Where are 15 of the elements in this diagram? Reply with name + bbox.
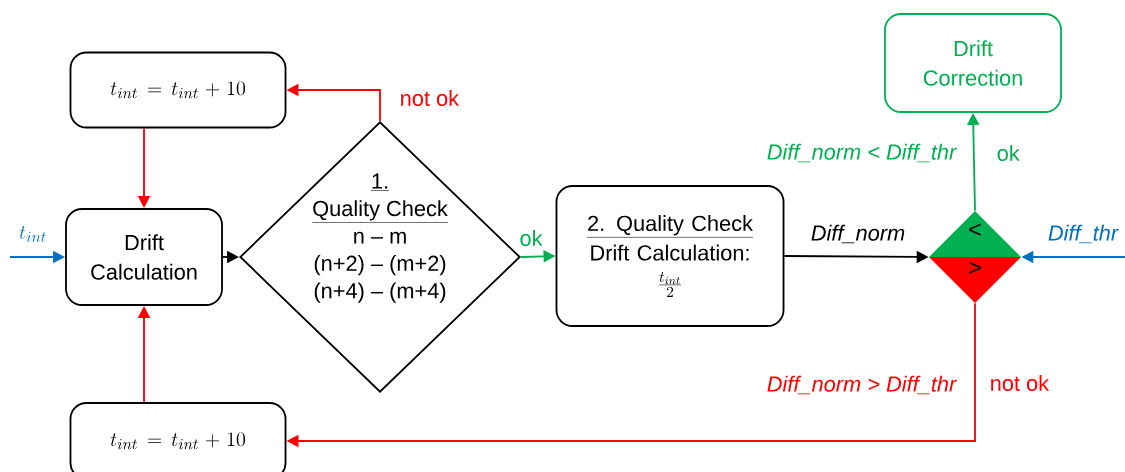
process-box: $t_{int} = t_{int} + 10$ [69, 402, 287, 472]
process-box: 2. Quality Check Drift Calculation: $\frac{t_{int}}{2}$ [555, 185, 785, 327]
condition-label: Diff_norm > Diff_thr [767, 375, 957, 395]
process-box: Drift Calculation [65, 208, 223, 306]
edge-label: $t_{int}$ [17, 224, 49, 244]
edge-label: ok [995, 143, 1022, 163]
edge-label: not ok [398, 88, 461, 108]
edge-label: not ok [988, 373, 1051, 393]
edge-label: ok [518, 228, 544, 248]
edge-label: Diff_norm [809, 223, 907, 245]
result-box: Drift Correction [884, 13, 1062, 113]
condition-label: Diff_norm < Diff_thr [767, 143, 957, 163]
process-box: $t_{int} = t_{int} + 10$ [69, 51, 287, 129]
edge-label: Diff_thr [1046, 223, 1120, 245]
node-label: > [969, 261, 981, 274]
